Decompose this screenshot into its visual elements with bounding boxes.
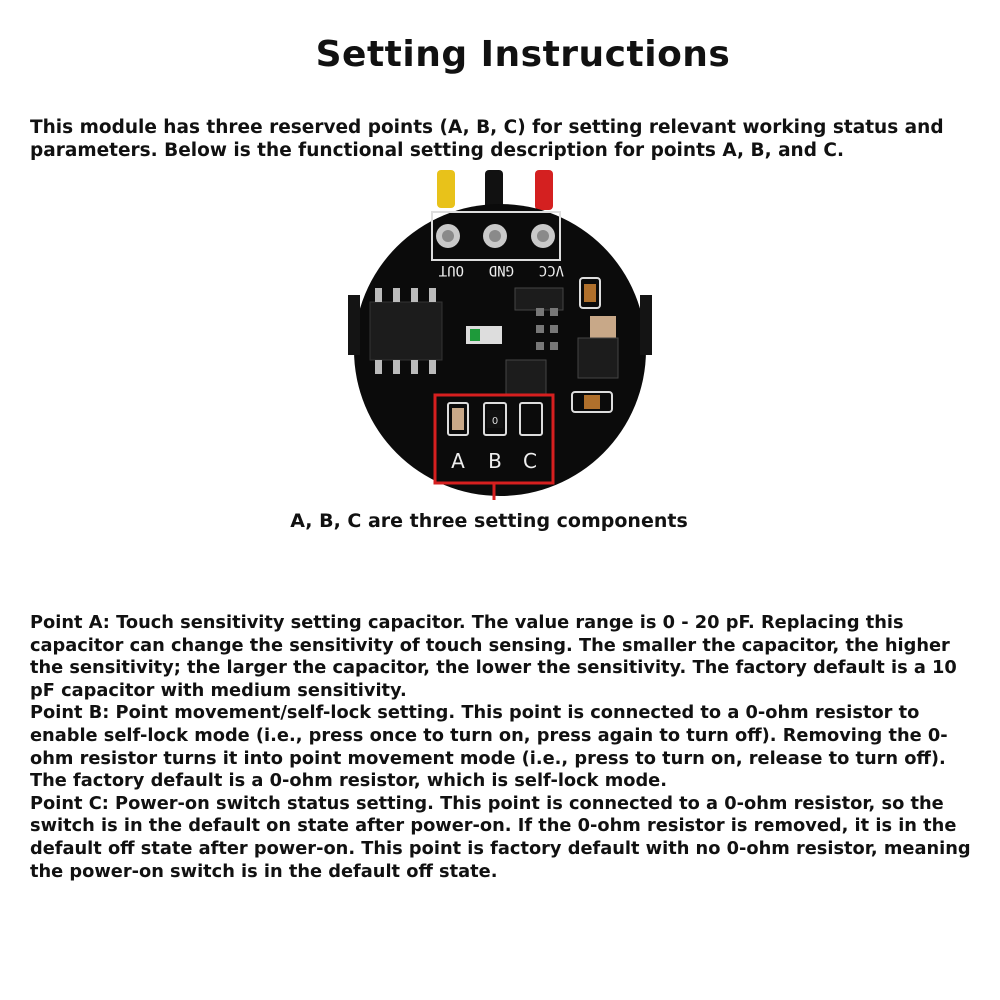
- pin-label-out: OUT: [438, 262, 464, 278]
- point-label-a: A: [451, 449, 465, 473]
- point-b-description: Point B: Point movement/self-lock settin…: [30, 702, 948, 792]
- intro-paragraph: This module has three reserved points (A…: [30, 117, 944, 161]
- point-descriptions: Point A: Touch sensitivity setting capac…: [30, 612, 980, 883]
- wire-black: [485, 170, 503, 212]
- caption: A, B, C are three setting components: [290, 510, 688, 532]
- setting-components: 0: [447, 402, 543, 436]
- point-c-description: Point C: Power-on switch status setting.…: [30, 792, 971, 882]
- wires: [437, 170, 553, 212]
- solder-pins: [436, 224, 555, 248]
- page-title: Setting Instructions: [315, 34, 731, 75]
- resistor-mark: 0: [492, 416, 498, 427]
- pcb-board: [354, 204, 646, 496]
- pin-label-gnd: GND: [489, 262, 514, 278]
- point-label-b: B: [488, 449, 502, 473]
- point-a-description: Point A: Touch sensitivity setting capac…: [30, 612, 957, 701]
- wire-red: [535, 170, 553, 210]
- pin-header-outline: [431, 211, 561, 261]
- pin-label-vcc: VCC: [539, 262, 564, 278]
- pcb-module-image: OUT GND VCC 0 A B C: [348, 170, 652, 500]
- wire-yellow: [437, 170, 455, 208]
- ic-chip: [369, 288, 443, 374]
- point-label-c: C: [523, 449, 537, 473]
